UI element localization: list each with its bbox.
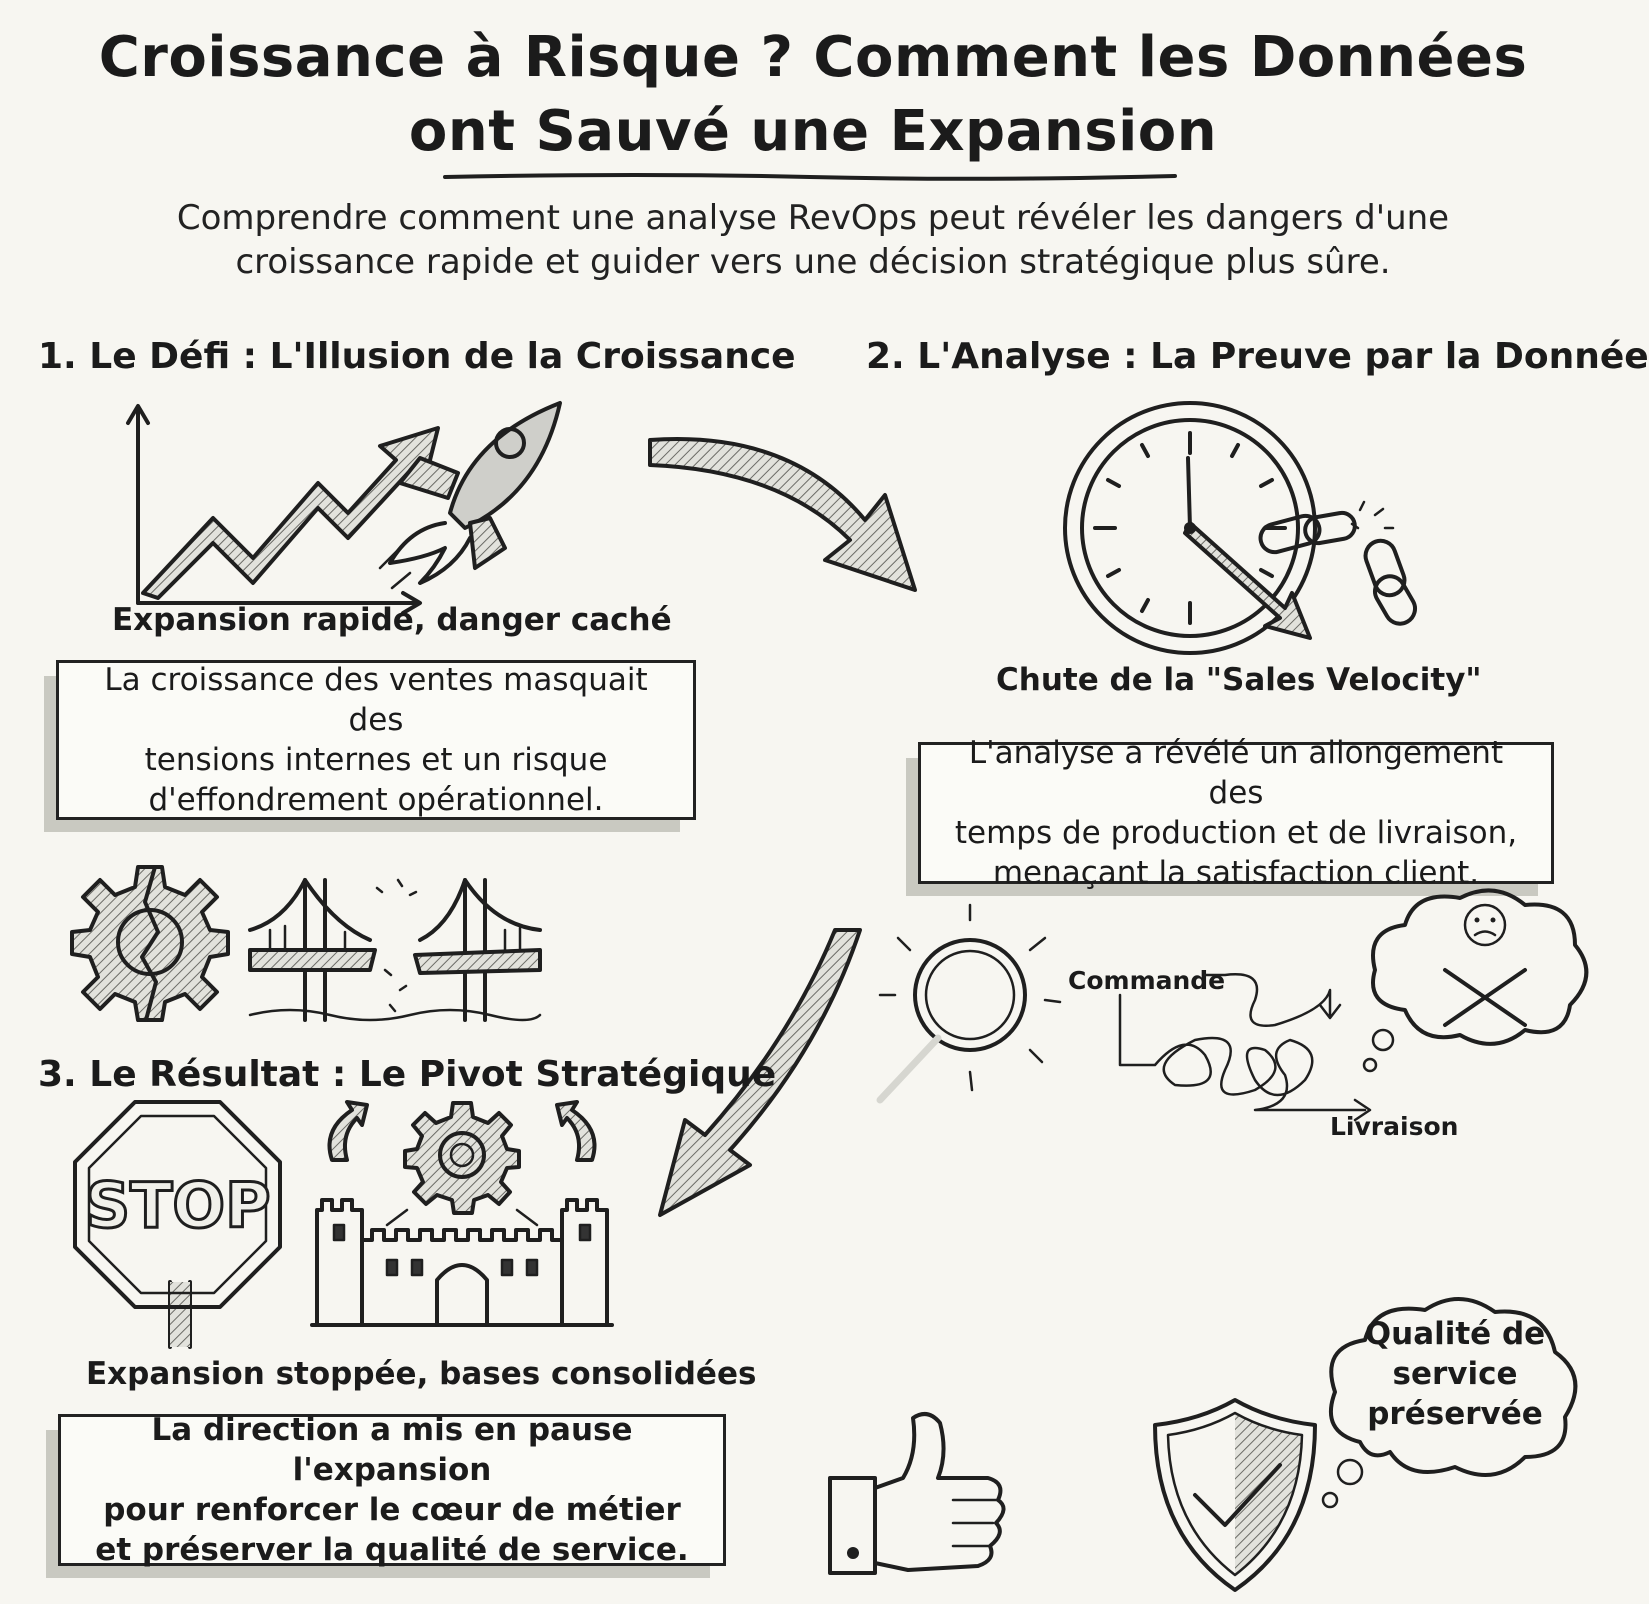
section-3-textbox: La direction a mis en pause l'expansion … bbox=[58, 1412, 726, 1568]
stop-sign-text: STOP bbox=[85, 1169, 270, 1242]
section-3-box-line-2: pour renforcer le cœur de métier bbox=[103, 1492, 681, 1528]
thought-cloud-icon bbox=[1321, 1297, 1578, 1509]
cloud-line-3: préservée bbox=[1367, 1396, 1543, 1432]
curved-arrow-icon bbox=[648, 437, 917, 592]
cloud-line-2: service bbox=[1392, 1356, 1518, 1392]
section-2-title: 2. L'Analyse : La Preuve par la Donnée bbox=[866, 336, 1649, 377]
sad-cloud-icon bbox=[1362, 888, 1589, 1073]
shield-check-icon bbox=[1153, 1398, 1317, 1592]
section-1-textbox: La croissance des ventes masquait des te… bbox=[56, 660, 696, 820]
title-line-2: ont Sauvé une Expansion bbox=[408, 99, 1218, 164]
section-1-box-line-3: d'effondrement opérationnel. bbox=[148, 782, 604, 818]
thought-cloud-text: Qualité de service préservée bbox=[1355, 1314, 1555, 1434]
flow-end-label: Livraison bbox=[1330, 1112, 1459, 1141]
cloud-line-1: Qualité de bbox=[1364, 1316, 1546, 1352]
down-arrow-icon bbox=[658, 928, 862, 1217]
broken-bridge-icon bbox=[248, 878, 542, 1022]
section-2-caption: Chute de la "Sales Velocity" bbox=[996, 662, 1482, 698]
rocket-icon bbox=[378, 401, 562, 590]
gear-cycle-icon bbox=[403, 1101, 521, 1215]
section-3-box-line-3: et préserver la qualité de service. bbox=[95, 1532, 689, 1568]
title-underline bbox=[443, 173, 1177, 181]
section-1-caption: Expansion rapide, danger caché bbox=[112, 602, 672, 638]
section-1-box-line-1: La croissance des ventes masquait des bbox=[104, 662, 648, 738]
section-1-box-line-2: tensions internes et un risque bbox=[144, 742, 608, 778]
section-2-box-line-3: menaçant la satisfaction client. bbox=[992, 855, 1480, 891]
subtitle-line-1: Comprendre comment une analyse RevOps pe… bbox=[176, 198, 1450, 238]
section-1-title: 1. Le Défi : L'Illusion de la Croissance bbox=[38, 336, 796, 377]
flow-start-label: Commande bbox=[1068, 966, 1226, 995]
stop-sign-icon: STOP bbox=[73, 1100, 282, 1349]
subtitle-line-2: croissance rapide et guider vers une déc… bbox=[235, 242, 1391, 282]
tangled-flow-icon bbox=[1118, 973, 1372, 1122]
title-line-1: Croissance à Risque ? Comment les Donnée… bbox=[98, 25, 1528, 90]
section-3-caption: Expansion stoppée, bases consolidées bbox=[86, 1356, 757, 1392]
castle-icon bbox=[310, 1100, 614, 1327]
section-3-title: 3. Le Résultat : Le Pivot Stratégique bbox=[38, 1054, 777, 1095]
section-2-box-line-2: temps de production et de livraison, bbox=[954, 815, 1518, 851]
rising-chart-icon bbox=[126, 404, 440, 615]
clock-icon bbox=[1063, 401, 1317, 655]
section-2-textbox: L'analyse a révélé un allongement des te… bbox=[918, 735, 1554, 891]
broken-gear-icon bbox=[70, 865, 230, 1022]
thumbs-up-icon bbox=[828, 1412, 1006, 1575]
magnifying-glass-icon bbox=[876, 903, 1062, 1104]
broken-chain-icon bbox=[1258, 500, 1417, 626]
section-3-box-line-1: La direction a mis en pause l'expansion bbox=[151, 1412, 633, 1488]
section-2-box-line-1: L'analyse a révélé un allongement des bbox=[968, 735, 1504, 811]
